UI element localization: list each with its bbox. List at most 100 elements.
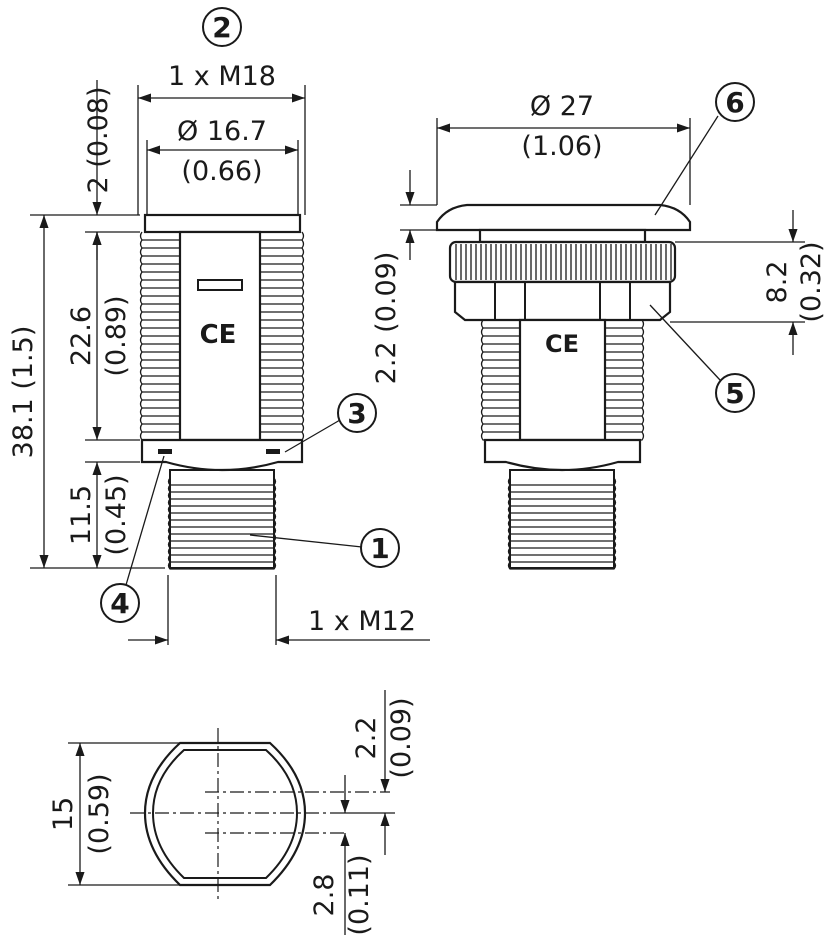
thread-ridge <box>139 407 183 417</box>
thread-ridge <box>167 519 277 528</box>
width-mm: 15 <box>48 797 79 831</box>
thread-ridge <box>139 415 183 425</box>
thread-ridge <box>602 327 645 337</box>
label-6: 6 <box>725 86 744 119</box>
label-2: 2 <box>212 11 231 44</box>
thread-ridge <box>602 383 645 393</box>
thread-ridge <box>602 351 645 361</box>
thread-ridge <box>257 247 305 257</box>
thread-ridge <box>602 391 645 401</box>
thread-ridge <box>139 271 183 281</box>
thread-ridge <box>602 399 645 409</box>
thread-ridge <box>139 351 183 361</box>
thread-ridge <box>167 512 277 521</box>
thread-ridge <box>257 383 305 393</box>
front-view-sensor: CE <box>139 213 305 570</box>
thread-ridge <box>139 327 183 337</box>
m18-thread-dim: 1 x M18 <box>168 61 276 92</box>
thread-ridge <box>257 391 305 401</box>
flange-thickness-dim: 2.2 (0.09) <box>371 252 402 385</box>
thread-ridge <box>139 263 183 273</box>
nut-mm: 8.2 <box>762 261 793 304</box>
thread-ridge <box>480 383 523 393</box>
label-1: 1 <box>370 532 389 565</box>
flange-dim-in: (1.06) <box>521 131 602 162</box>
offset1-in: (0.09) <box>386 697 417 778</box>
thread-ridge <box>257 399 305 409</box>
thread-ridge <box>480 343 523 353</box>
diameter-dim: Ø 16.7 <box>177 116 267 147</box>
nut-in: (0.32) <box>796 241 827 322</box>
thread-ridge <box>602 407 645 417</box>
thread-ridge <box>139 255 183 265</box>
thread-ridge <box>257 303 305 313</box>
thread-ridge <box>507 526 617 535</box>
thread-ridge <box>480 351 523 361</box>
thread-ridge <box>167 484 277 493</box>
thread-ridge <box>139 303 183 313</box>
thread-ridge <box>257 263 305 273</box>
ce-mark-side: CE <box>545 330 579 358</box>
thread-ridge <box>507 547 617 556</box>
thread-ridge <box>507 512 617 521</box>
offset2-in: (0.11) <box>344 854 375 935</box>
thread-ridge <box>139 391 183 401</box>
width-in: (0.59) <box>84 773 115 854</box>
offset1-mm: 2.2 <box>351 717 382 760</box>
thread-ridge <box>257 279 305 289</box>
thread-ridge <box>257 415 305 425</box>
thread-ridge <box>480 359 523 369</box>
thread-ridge <box>139 287 183 297</box>
total-length-dim: 38.1 (1.5) <box>8 326 39 459</box>
thread-ridge <box>257 327 305 337</box>
thread-ridge <box>507 491 617 500</box>
thread-ridge <box>167 540 277 549</box>
connector-len-mm: 11.5 <box>66 485 97 545</box>
thread-ridge <box>257 311 305 321</box>
thread-len-in: (0.89) <box>101 295 132 376</box>
label-5: 5 <box>725 377 744 410</box>
thread-ridge <box>257 295 305 305</box>
thread-ridge <box>139 375 183 385</box>
thread-ridge <box>139 231 183 241</box>
thread-ridge <box>257 255 305 265</box>
side-view-dimensions: Ø 27 (1.06) 6 2.2 (0.09) 8.2 (0.32) 5 <box>371 82 827 413</box>
thread-ridge <box>480 375 523 385</box>
thread-ridge <box>257 343 305 353</box>
thread-ridge <box>602 359 645 369</box>
thread-ridge <box>507 498 617 507</box>
thread-ridge <box>602 319 645 329</box>
thread-ridge <box>257 359 305 369</box>
thread-ridge <box>257 431 305 441</box>
thread-ridge <box>480 431 523 441</box>
thread-ridge <box>602 343 645 353</box>
thread-ridge <box>257 335 305 345</box>
thread-ridge <box>257 407 305 417</box>
thread-ridge <box>602 367 645 377</box>
thread-ridge <box>167 491 277 500</box>
thread-ridge <box>139 423 183 433</box>
m12-connector-thread <box>167 477 277 570</box>
thread-ridge <box>167 498 277 507</box>
ce-mark: CE <box>200 320 237 350</box>
thread-ridge <box>257 239 305 249</box>
thread-ridge <box>480 319 523 329</box>
label-4: 4 <box>110 587 129 620</box>
thread-ridge <box>507 554 617 563</box>
thread-ridge <box>139 367 183 377</box>
thread-ridge <box>257 319 305 329</box>
thread-ridge <box>167 554 277 563</box>
connector-len-in: (0.45) <box>101 474 132 555</box>
thread-ridge <box>139 431 183 441</box>
thread-ridge <box>480 335 523 345</box>
thread-ridge <box>257 287 305 297</box>
thread-ridge <box>602 423 645 433</box>
thread-ridge <box>139 239 183 249</box>
offset2-mm: 2.8 <box>309 874 340 917</box>
thread-ridge <box>480 367 523 377</box>
thread-ridge <box>139 295 183 305</box>
thread-ridge <box>507 505 617 514</box>
thread-ridge <box>507 484 617 493</box>
thread-ridge <box>167 547 277 556</box>
